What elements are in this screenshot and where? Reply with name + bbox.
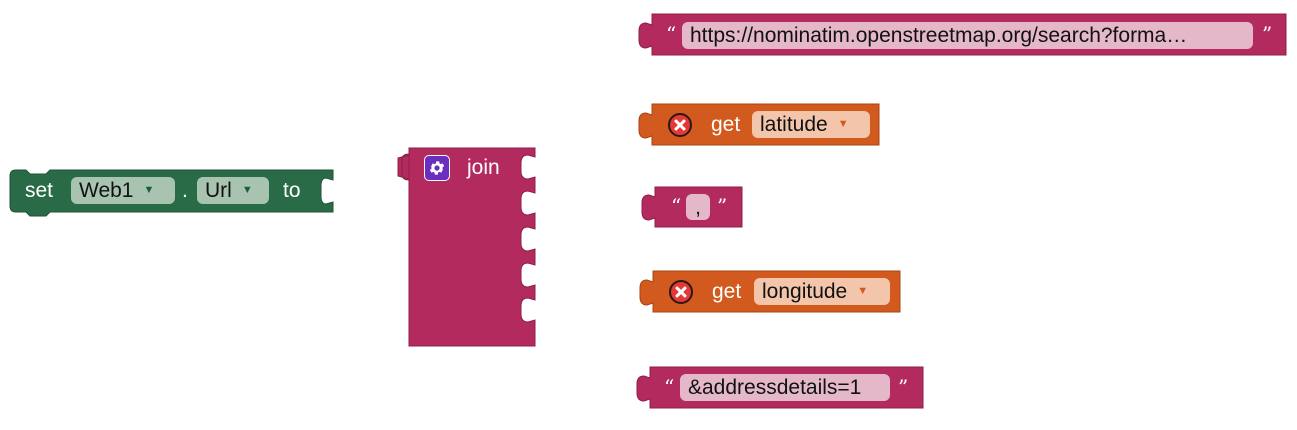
close-quote: ” [1262,22,1273,46]
open-quote: “ [664,375,675,399]
latitude-value: latitude [760,113,828,136]
close-quote: ” [898,375,909,399]
component-dropdown[interactable]: Web1 ▼ [71,177,175,204]
property-dropdown[interactable]: Url ▼ [197,177,269,204]
chevron-down-icon: ▼ [837,118,849,130]
chevron-down-icon: ▼ [857,285,869,297]
comma-text-value: , [695,195,701,219]
set-label: set [25,179,54,202]
chevron-down-icon: ▼ [143,184,155,196]
longitude-value: longitude [762,280,848,303]
latitude-dropdown[interactable]: latitude ▼ [752,111,870,138]
error-icon[interactable] [668,113,692,137]
open-quote: “ [671,194,682,218]
longitude-dropdown[interactable]: longitude ▼ [754,278,890,305]
property-value: Url [205,179,232,202]
details-text-field[interactable]: &addressdetails=1 [680,374,890,401]
component-value: Web1 [79,179,134,202]
close-quote: ” [717,194,728,218]
details-text-value: &addressdetails=1 [688,376,862,399]
gear-icon[interactable] [424,155,450,181]
join-label: join [467,156,500,179]
get-label: get [712,280,742,303]
error-icon[interactable] [669,280,693,304]
chevron-down-icon: ▼ [241,184,253,196]
open-quote: “ [666,22,677,46]
get-label: get [711,113,741,136]
join-block-shape [397,147,536,347]
dot-label: . [182,179,188,202]
url-text-value: https://nominatim.openstreetmap.org/sear… [690,24,1188,47]
comma-text-field[interactable]: , [686,194,710,220]
url-text-field[interactable]: https://nominatim.openstreetmap.org/sear… [682,22,1253,49]
to-label: to [283,179,301,202]
